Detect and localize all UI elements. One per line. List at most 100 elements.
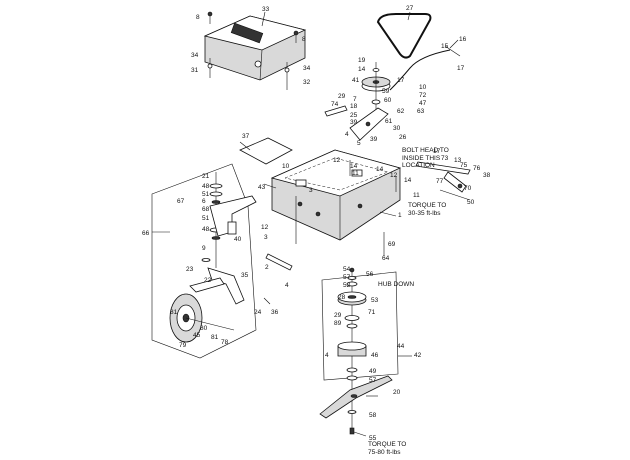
callout: 42 xyxy=(414,352,422,359)
callout: 17 xyxy=(397,77,405,84)
callout: 8 xyxy=(196,14,200,21)
callout: 9 xyxy=(202,245,206,252)
callout: 69 xyxy=(388,241,396,248)
callout: 39 xyxy=(370,136,378,143)
callout: 34 xyxy=(191,52,199,59)
callout: 29 xyxy=(334,312,342,319)
leader-lines xyxy=(152,11,459,437)
callout: 20 xyxy=(393,389,401,396)
blade-bolt xyxy=(347,410,357,435)
callout: 37 xyxy=(242,133,250,140)
callout: 43 xyxy=(258,184,266,191)
callout: 18 xyxy=(350,103,358,110)
note-bolt-head: BOLT HEAD TO INSIDE THIS LOCATION xyxy=(402,147,449,169)
callout: 22 xyxy=(204,277,212,284)
callout: 50 xyxy=(467,199,475,206)
callout: 4 xyxy=(325,352,329,359)
callout: 41 xyxy=(352,77,360,84)
callout: 52 xyxy=(343,282,351,289)
callout: 64 xyxy=(382,255,390,262)
callout: 33 xyxy=(262,6,270,13)
callout: 45 xyxy=(193,332,201,339)
caster-bracket xyxy=(209,195,257,237)
caster-fork xyxy=(189,267,245,305)
callout: 36 xyxy=(271,309,279,316)
callout: 47 xyxy=(419,100,427,107)
callout: 14 xyxy=(404,177,412,184)
callout: 78 xyxy=(221,339,229,346)
callout: 49 xyxy=(369,368,377,375)
callout: 10 xyxy=(282,163,290,170)
callout: 71 xyxy=(368,309,376,316)
callout: 34 xyxy=(303,65,311,72)
spindle-frame-outline xyxy=(321,271,399,381)
callout: 89 xyxy=(334,320,342,327)
callout: 11 xyxy=(352,170,359,177)
callout: 31 xyxy=(191,67,199,74)
caster-misc xyxy=(201,253,293,271)
callout: 3 xyxy=(264,234,268,241)
callout: 16 xyxy=(459,36,467,43)
callout: 68 xyxy=(202,206,210,213)
cover-bolts xyxy=(207,11,299,90)
callout: 39 xyxy=(350,119,358,126)
callout: 32 xyxy=(303,79,311,86)
callout: 17 xyxy=(433,148,441,155)
callout: 44 xyxy=(397,343,405,350)
callout: 58 xyxy=(369,412,377,419)
callout: 30 xyxy=(393,125,401,132)
callout: 51 xyxy=(202,215,210,222)
callout: 12 xyxy=(333,157,341,164)
callout: 61 xyxy=(385,118,393,125)
callout: 46 xyxy=(371,352,379,359)
deck-bolts xyxy=(263,160,397,256)
callout: 23 xyxy=(186,266,194,273)
caster-wheel xyxy=(169,293,235,343)
callout: 3 xyxy=(309,187,313,194)
deck-cover xyxy=(203,15,307,81)
callout: 66 xyxy=(142,230,150,237)
callout: 12 xyxy=(261,224,269,231)
callout: 13 xyxy=(454,157,462,164)
callout: 4 xyxy=(345,131,349,138)
callout: 63 xyxy=(417,108,425,115)
callout: 25 xyxy=(350,112,358,119)
caster-frame-outline xyxy=(151,163,257,359)
callout: 81 xyxy=(170,309,178,316)
callout: 4 xyxy=(285,282,289,289)
control-cable xyxy=(389,49,451,91)
callout: 6 xyxy=(202,198,206,205)
callout: 48 xyxy=(202,226,210,233)
note-torque-blade: TORQUE TO 75-80 ft-lbs xyxy=(368,441,407,456)
callout: 35 xyxy=(241,272,249,279)
note-torque-deck: TORQUE TO 30-35 ft-lbs xyxy=(408,202,447,217)
callout: 5 xyxy=(357,140,361,147)
callout: 26 xyxy=(399,134,407,141)
callout: 28 xyxy=(338,294,346,301)
callout: 62 xyxy=(397,108,405,115)
callout: 74 xyxy=(331,101,339,108)
callout: 21 xyxy=(202,173,210,180)
callout: 53 xyxy=(371,297,379,304)
callout: 11 xyxy=(413,192,420,199)
callout: 14 xyxy=(376,166,384,173)
callout: 27 xyxy=(406,5,414,12)
callout: 2 xyxy=(265,264,269,271)
callout: 14 xyxy=(358,66,366,73)
callout: 56 xyxy=(366,271,374,278)
callout: 54 xyxy=(343,266,351,273)
callout: 81 xyxy=(211,334,219,341)
callout: 80 xyxy=(200,325,208,332)
callout: 67 xyxy=(177,198,185,205)
callout: 51 xyxy=(202,191,210,198)
note-hub-down: HUB DOWN xyxy=(378,281,415,288)
callout: 12 xyxy=(390,172,398,179)
callout: 75 xyxy=(460,162,468,169)
callout: 40 xyxy=(234,236,242,243)
callout: 38 xyxy=(483,172,491,179)
callout: 8 xyxy=(302,36,306,43)
callout: 59 xyxy=(382,88,390,95)
callout: 70 xyxy=(464,185,472,192)
callout: 15 xyxy=(441,43,449,50)
mower-blade xyxy=(319,375,393,419)
